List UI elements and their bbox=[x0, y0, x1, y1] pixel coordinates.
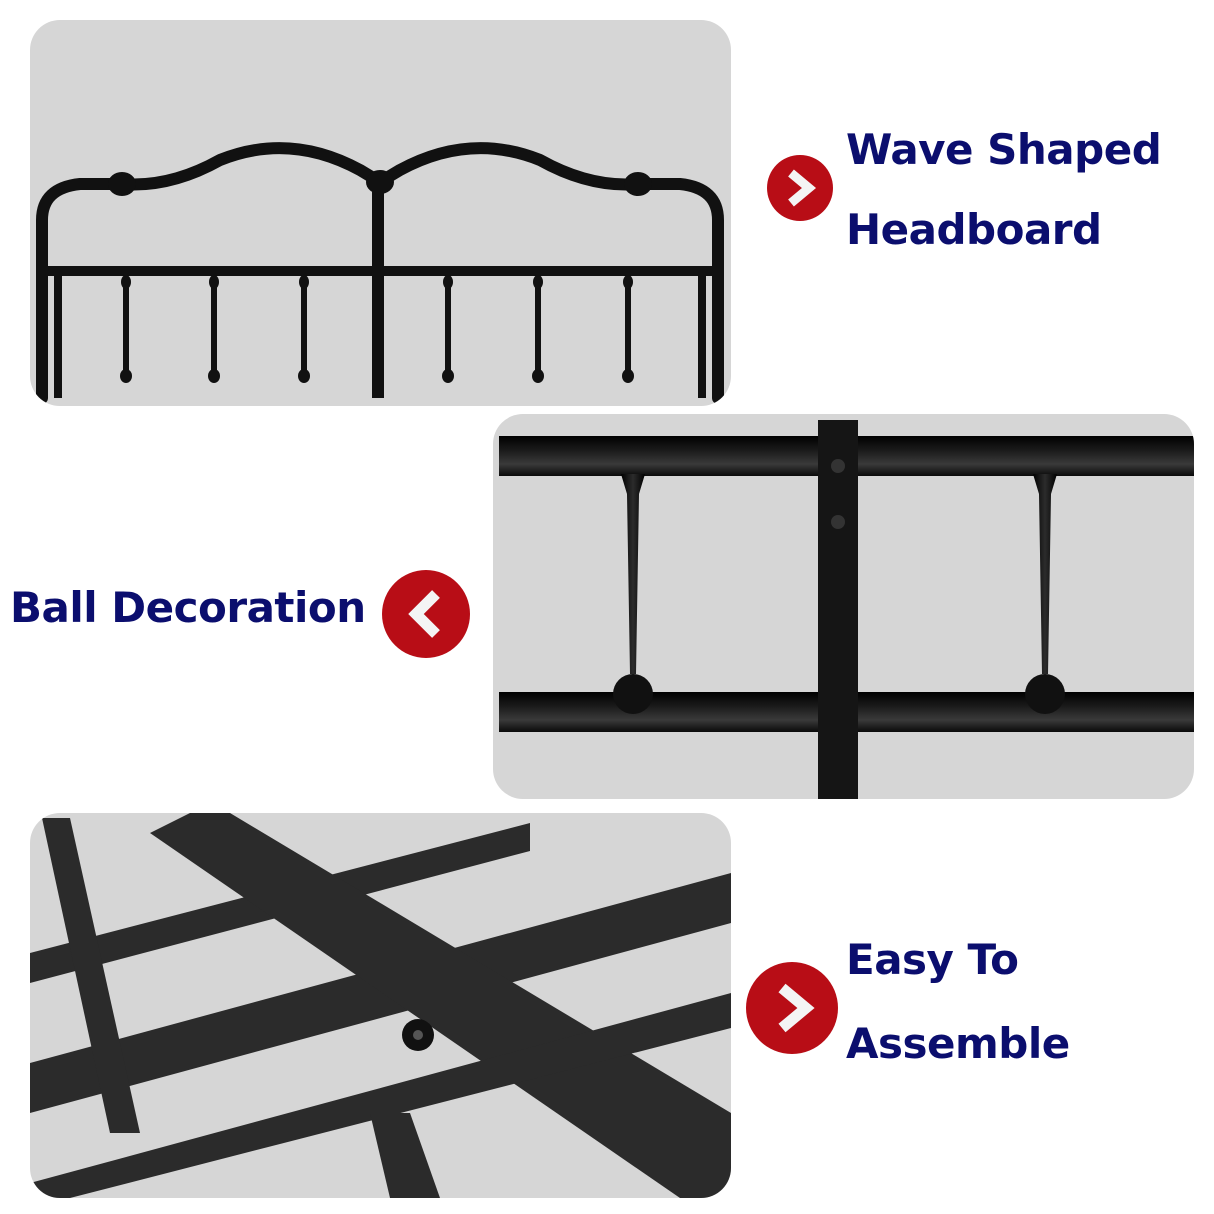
chevron-right-icon bbox=[778, 983, 815, 1033]
feature-title-ball-decoration: Ball Decoration bbox=[10, 582, 366, 634]
chevron-right-badge bbox=[746, 962, 838, 1054]
chevron-right-icon bbox=[788, 169, 817, 207]
feature-line: Easy To bbox=[846, 935, 1019, 984]
feature-line: Headboard bbox=[846, 205, 1102, 254]
chevron-left-icon bbox=[408, 590, 440, 638]
chevron-left-badge bbox=[382, 570, 470, 658]
assembly-image-panel bbox=[30, 813, 731, 1198]
ball-decoration-image-panel bbox=[493, 414, 1194, 799]
chevron-right-badge bbox=[767, 155, 833, 221]
ball-decoration-illustration bbox=[499, 420, 1194, 799]
feature-line: Assemble bbox=[846, 1019, 1070, 1068]
feature-title-headboard: Wave Shaped Headboard bbox=[846, 124, 1162, 256]
headboard-image-panel bbox=[30, 20, 731, 406]
feature-line: Ball Decoration bbox=[10, 583, 366, 632]
frame-joint-illustration bbox=[30, 813, 731, 1198]
feature-title-assemble: Easy To Assemble bbox=[846, 934, 1070, 1070]
headboard-illustration bbox=[36, 142, 724, 404]
feature-line: Wave Shaped bbox=[846, 125, 1162, 174]
